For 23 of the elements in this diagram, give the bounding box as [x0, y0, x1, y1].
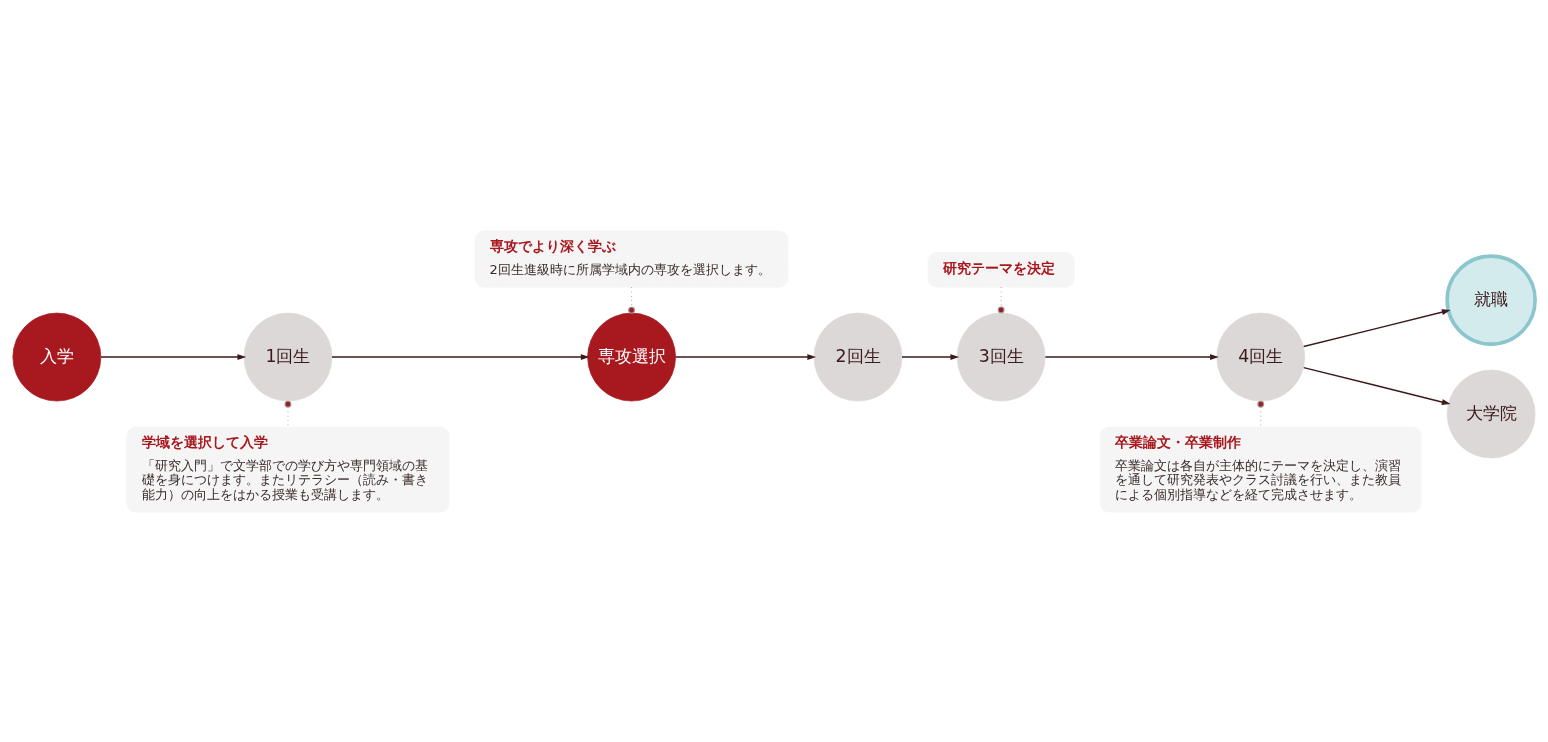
arrow	[901, 353, 960, 360]
node-box: 学域を選択して入学 「研究入門」で文学部での学び方や専門領域の基礎を身につけます。またリテラシー（読み・書き能力）の向上をはかる授業も受講します。	[126, 426, 450, 512]
node-circle: 専攻選択	[587, 312, 676, 401]
node-circle: 2回生	[813, 312, 903, 401]
node-circle: 1回生	[243, 312, 333, 401]
arrow	[1044, 353, 1219, 360]
node-circle: 3回生	[956, 312, 1046, 401]
arrow	[100, 353, 247, 360]
connector	[628, 286, 635, 314]
node-circle: 4回生	[1216, 312, 1306, 401]
node-box: 研究テーマを決定	[927, 251, 1075, 287]
arrow	[1303, 308, 1451, 347]
connector	[1257, 400, 1265, 427]
node-box: 専攻でより深く学ぶ 2回生進級時に所属学域内の専攻を選択します。	[474, 230, 789, 287]
node-circle: 就職	[1445, 253, 1537, 346]
node-circle: 入学	[12, 312, 102, 401]
arrow	[674, 353, 817, 360]
connector	[284, 400, 292, 427]
arrow	[1303, 366, 1451, 405]
connector	[997, 286, 1005, 313]
arrow	[331, 353, 590, 360]
node-box: 卒業論文・卒業制作 卒業論文は各自が主体的にテーマを決定し、演習を通して研究発表やクラス討議を行い、また教員による個別指導などを経て完成させます。	[1099, 426, 1422, 512]
node-circle: 大学院	[1446, 369, 1536, 458]
